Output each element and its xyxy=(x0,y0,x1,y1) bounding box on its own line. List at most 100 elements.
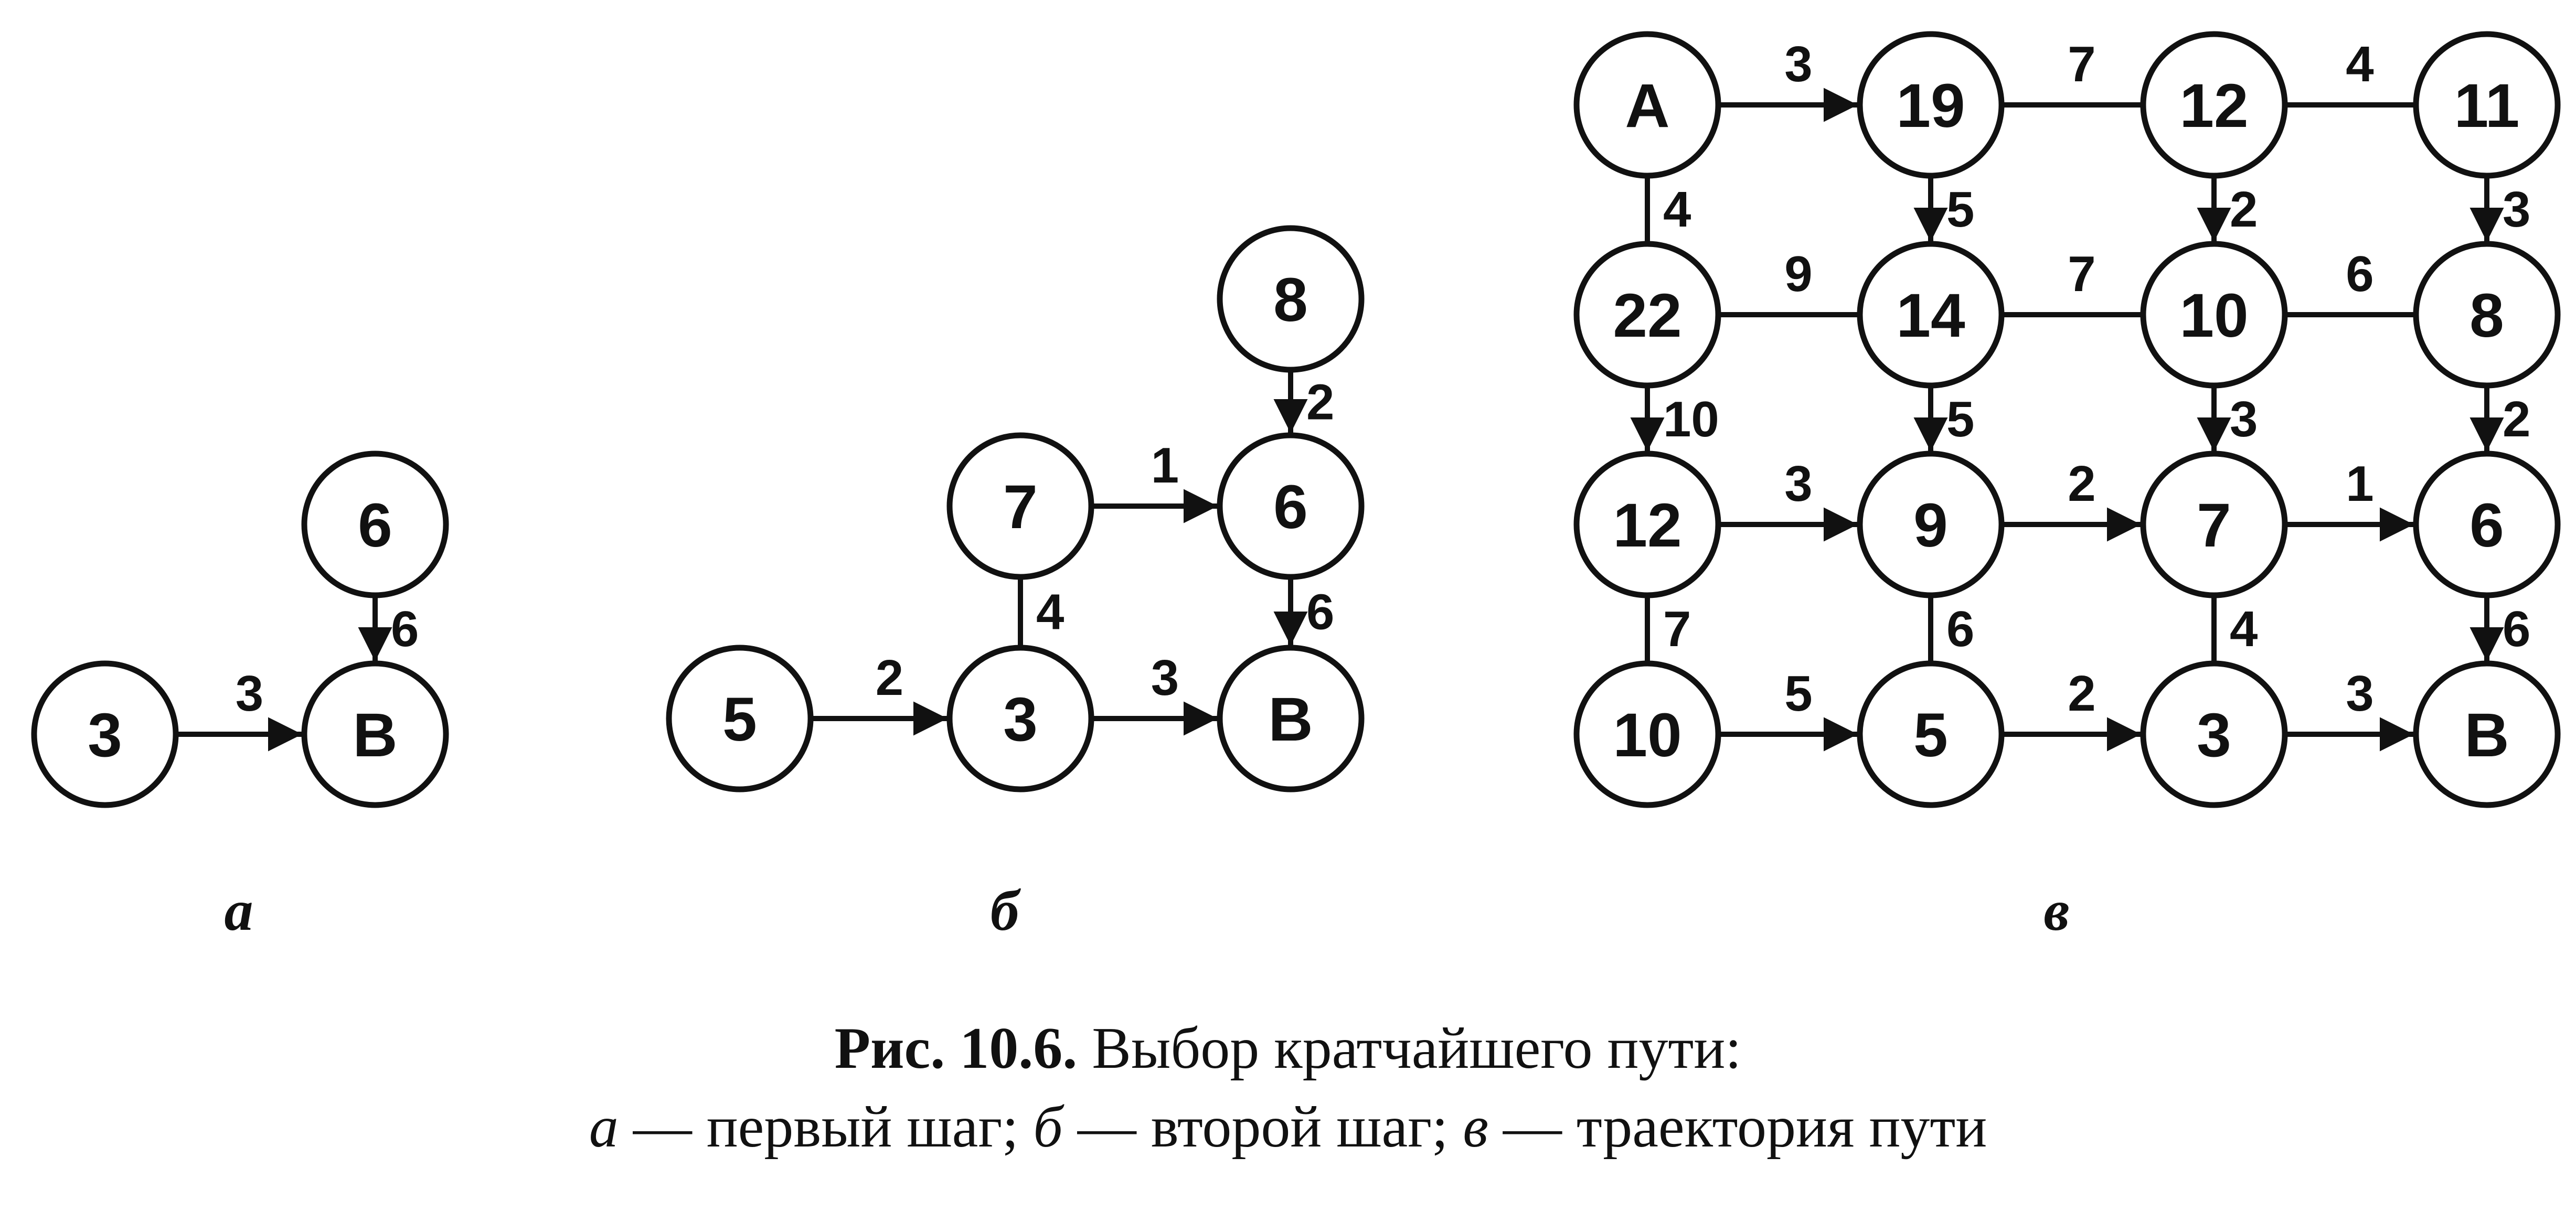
node-label: 7 xyxy=(1003,473,1038,542)
graph-node-v-12: 10 xyxy=(2140,241,2288,389)
caption-text-v: траектория пути xyxy=(1576,1095,1987,1160)
node-label: 6 xyxy=(2469,491,2504,560)
node-circle xyxy=(1217,432,1365,580)
node-circle xyxy=(946,432,1094,580)
figure-title: Выбор кратчайшего пути: xyxy=(1092,1016,1742,1081)
caption-letter-b: б xyxy=(1033,1095,1063,1160)
edge-weight: 4 xyxy=(2230,601,2258,657)
node-circle xyxy=(1857,660,2005,808)
edge-weight: 2 xyxy=(2230,181,2258,238)
edge-weight: 2 xyxy=(2503,391,2530,447)
node-label: 3 xyxy=(1003,685,1038,754)
node-label: B xyxy=(1268,685,1313,754)
edge-weight: 6 xyxy=(391,601,419,657)
edge-weight: 9 xyxy=(1784,246,1812,302)
graph-node-v-13: 8 xyxy=(2413,241,2561,389)
edge-weight: 3 xyxy=(236,666,263,722)
caption-letter-v: в xyxy=(1463,1095,1488,1160)
caption-text-a: первый шаг; xyxy=(706,1095,1019,1160)
node-label: 5 xyxy=(722,685,757,754)
caption-text-b: второй шаг; xyxy=(1151,1095,1449,1160)
node-label: 8 xyxy=(1273,265,1308,335)
graph-node-b-n8: 8 xyxy=(1217,225,1365,373)
node-label: 7 xyxy=(2197,491,2231,560)
node-circle xyxy=(666,645,814,792)
figure-caption-legend: а — первый шаг; б — второй шаг; в — трае… xyxy=(0,1094,2576,1161)
edge-weight: 5 xyxy=(1784,666,1812,722)
node-label: 6 xyxy=(358,491,392,560)
node-label: 3 xyxy=(2197,701,2231,770)
node-label: 11 xyxy=(2454,71,2520,141)
node-circle xyxy=(301,451,449,598)
edge-weight: 6 xyxy=(2503,601,2530,657)
edge-weight: 5 xyxy=(1946,391,1974,447)
caption-dash-b: — xyxy=(1077,1095,1136,1160)
edge-weight: 2 xyxy=(876,650,903,706)
graph-node-v-00: A xyxy=(1573,31,1721,179)
graph-node-v-20: 12 xyxy=(1573,451,1721,598)
graph-node-b-B: B xyxy=(1217,645,1365,792)
edge-weight: 3 xyxy=(1784,456,1812,512)
edge-weight: 3 xyxy=(1151,650,1179,706)
edge-weight: 5 xyxy=(1946,181,1974,238)
edge-weight: 7 xyxy=(2068,246,2095,302)
node-circle xyxy=(1573,451,1721,598)
graph-node-v-32: 3 xyxy=(2140,660,2288,808)
graph-node-b-n6: 6 xyxy=(1217,432,1365,580)
node-circle xyxy=(1857,241,2005,389)
edge-weight: 7 xyxy=(2068,36,2095,92)
node-label: 22 xyxy=(1613,281,1681,350)
node-circle xyxy=(301,660,449,808)
graph-node-v-02: 12 xyxy=(2140,31,2288,179)
node-circle xyxy=(2413,31,2561,179)
node-label: B xyxy=(2464,701,2509,770)
edge-weight: 1 xyxy=(1151,437,1179,494)
node-label: B xyxy=(353,701,397,770)
node-circle xyxy=(1573,31,1721,179)
graph-node-b-n5: 5 xyxy=(666,645,814,792)
node-circle xyxy=(1217,225,1365,373)
node-label: A xyxy=(1625,71,1669,141)
edge-weight: 7 xyxy=(1663,601,1691,657)
edge-weight: 2 xyxy=(2068,666,2095,722)
figure-caption-title: Рис. 10.6. Выбор кратчайшего пути: xyxy=(0,1015,2576,1083)
graph-node-b-n3: 3 xyxy=(946,645,1094,792)
edge-weight: 2 xyxy=(2068,456,2095,512)
graph-node-v-33: B xyxy=(2413,660,2561,808)
node-circle xyxy=(2140,660,2288,808)
edge-weight: 10 xyxy=(1663,391,1719,447)
node-circle xyxy=(1217,645,1365,792)
graph-node-v-11: 14 xyxy=(1857,241,2005,389)
node-label: 8 xyxy=(2469,281,2504,350)
caption-dash-a: — xyxy=(633,1095,692,1160)
node-label: 12 xyxy=(2179,71,2248,141)
edge-weight: 4 xyxy=(2346,36,2373,92)
edge-weight: 6 xyxy=(2346,246,2373,302)
graph-node-v-22: 7 xyxy=(2140,451,2288,598)
node-label: 3 xyxy=(88,701,122,770)
node-circle xyxy=(946,645,1094,792)
graph-node-v-03: 11 xyxy=(2413,31,2561,179)
node-circle xyxy=(2140,241,2288,389)
graph-node-a-n3: 3 xyxy=(31,660,179,808)
edge-weight: 4 xyxy=(1663,181,1691,238)
graph-node-b-n7: 7 xyxy=(946,432,1094,580)
node-label: 10 xyxy=(2179,281,2248,350)
edge-weight: 6 xyxy=(1946,601,1974,657)
node-label: 19 xyxy=(1896,71,1965,141)
edge-weight: 1 xyxy=(2346,456,2373,512)
node-circle xyxy=(2140,31,2288,179)
edge-weight: 3 xyxy=(1784,36,1812,92)
graph-node-a-B: B xyxy=(301,660,449,808)
graph-node-v-21: 9 xyxy=(1857,451,2005,598)
caption-letter-a: а xyxy=(589,1095,619,1160)
edge-weight: 2 xyxy=(1306,374,1334,431)
node-circle xyxy=(1573,241,1721,389)
graph-node-v-10: 22 xyxy=(1573,241,1721,389)
node-circle xyxy=(1857,451,2005,598)
edge-weight: 3 xyxy=(2230,391,2258,447)
edge-weight: 6 xyxy=(1306,584,1334,640)
edge-weight: 3 xyxy=(2346,666,2373,722)
node-label: 14 xyxy=(1896,281,1965,350)
node-circle xyxy=(2140,451,2288,598)
